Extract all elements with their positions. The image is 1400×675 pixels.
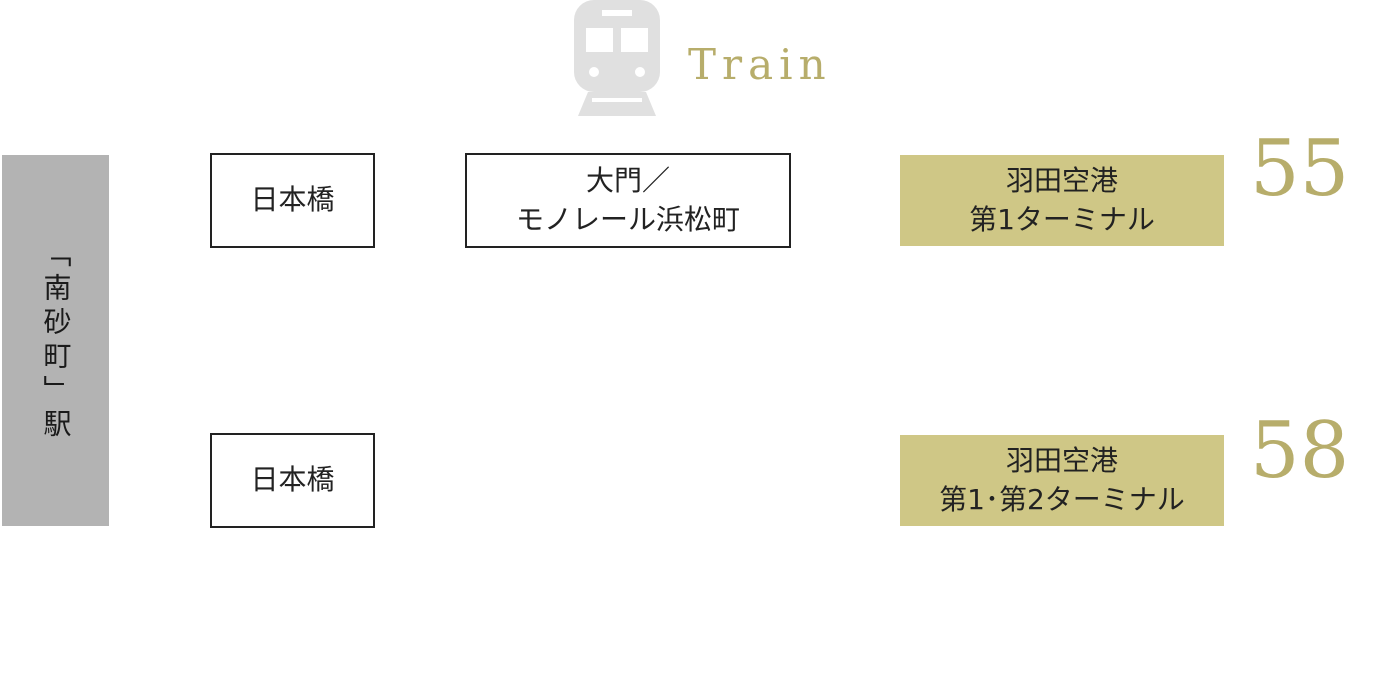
train-label: Train	[688, 40, 832, 89]
destination-line-1: 羽田空港	[1005, 163, 1118, 197]
via-station-box: 日本橋	[210, 153, 375, 248]
destination-box: 羽田空港 第1･第2ターミナル	[900, 435, 1224, 526]
via-station-box: 大門／ モノレール浜松町	[465, 153, 791, 248]
travel-minutes: 58	[1250, 406, 1350, 496]
destination-line-2: 第1･第2ターミナル	[939, 482, 1185, 516]
via-station-label: 大門／ モノレール浜松町	[515, 163, 740, 236]
origin-station-label: 「南砂町」駅	[39, 238, 73, 443]
travel-minutes: 55	[1250, 124, 1350, 214]
destination-line-2: 第1ターミナル	[969, 202, 1155, 236]
train-header: Train	[574, 0, 826, 120]
via-station-box: 日本橋	[210, 433, 375, 528]
via-station-label: 日本橋	[250, 183, 335, 217]
destination-line-1: 羽田空港	[1005, 443, 1118, 477]
via-station-label: 日本橋	[250, 463, 335, 497]
train-icon	[574, 0, 660, 116]
origin-station: 「南砂町」駅	[2, 155, 109, 526]
destination-box: 羽田空港 第1ターミナル	[900, 155, 1224, 246]
